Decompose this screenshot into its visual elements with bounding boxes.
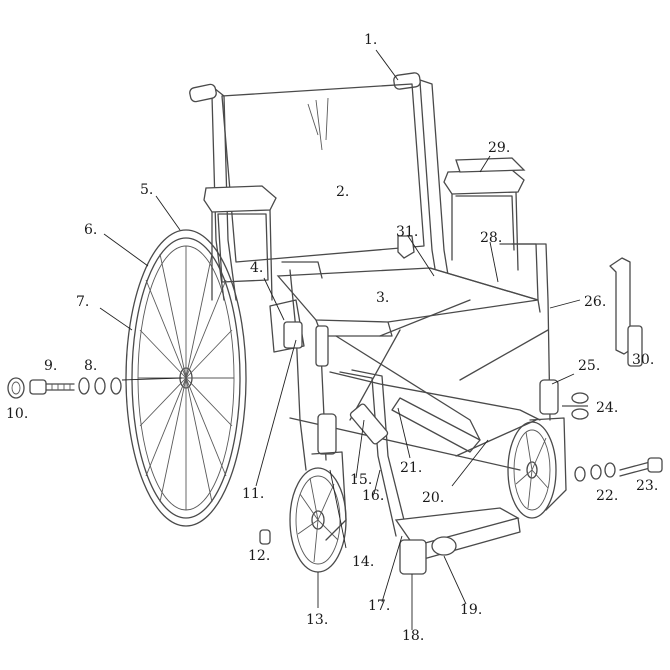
- callout-6: 6.: [84, 222, 97, 238]
- right-caster: [507, 379, 567, 519]
- callout-5: 5.: [140, 182, 153, 198]
- callout-23: 23.: [636, 478, 658, 494]
- callout-28: 28.: [480, 230, 502, 246]
- callout-12: 12.: [248, 548, 270, 564]
- callout-20: 20.: [422, 490, 444, 506]
- frame: [269, 243, 551, 471]
- left-caster: [289, 413, 347, 573]
- rear-wheel: [125, 229, 247, 527]
- callout-2: 2.: [336, 184, 349, 200]
- caster-axle-hardware: [574, 457, 663, 482]
- caster-bearings: [571, 392, 589, 420]
- callout-25: 25.: [578, 358, 600, 374]
- callouts: 1. 2. 3. 4. 5. 6. 7. 8. 9. 10. 11. 12. 1…: [6, 32, 658, 644]
- callout-7: 7.: [76, 294, 89, 310]
- callout-4: 4.: [250, 260, 263, 276]
- callout-9: 9.: [44, 358, 57, 374]
- anti-tip-tube: [609, 257, 643, 367]
- callout-24: 24.: [596, 400, 618, 416]
- callout-10: 10.: [6, 406, 28, 422]
- callout-16: 16.: [362, 488, 384, 504]
- callout-30: 30.: [632, 352, 654, 368]
- callout-14: 14.: [352, 554, 374, 570]
- callout-22: 22.: [596, 488, 618, 504]
- callout-3: 3.: [376, 290, 389, 306]
- callout-26: 26.: [584, 294, 606, 310]
- callout-13: 13.: [306, 612, 328, 628]
- right-armrest: [443, 169, 525, 271]
- callout-18: 18.: [402, 628, 424, 644]
- armrest-pad-right: [455, 157, 526, 173]
- callout-19: 19.: [460, 602, 482, 618]
- callout-8: 8.: [84, 358, 97, 374]
- callout-17: 17.: [368, 598, 390, 614]
- callout-1: 1.: [364, 32, 377, 48]
- callout-11: 11.: [242, 486, 264, 502]
- axle-hardware: [7, 377, 122, 399]
- callout-21: 21.: [400, 460, 422, 476]
- spacer-12: [259, 529, 271, 545]
- seat-mount-clip: [397, 235, 415, 259]
- callout-29: 29.: [488, 140, 510, 156]
- leader-lines: [99, 49, 588, 630]
- left-armrest: [203, 185, 277, 301]
- backrest: [189, 72, 453, 301]
- footrest-assembly: [339, 369, 521, 575]
- callout-15: 15.: [350, 472, 372, 488]
- callout-31: 31.: [396, 224, 418, 240]
